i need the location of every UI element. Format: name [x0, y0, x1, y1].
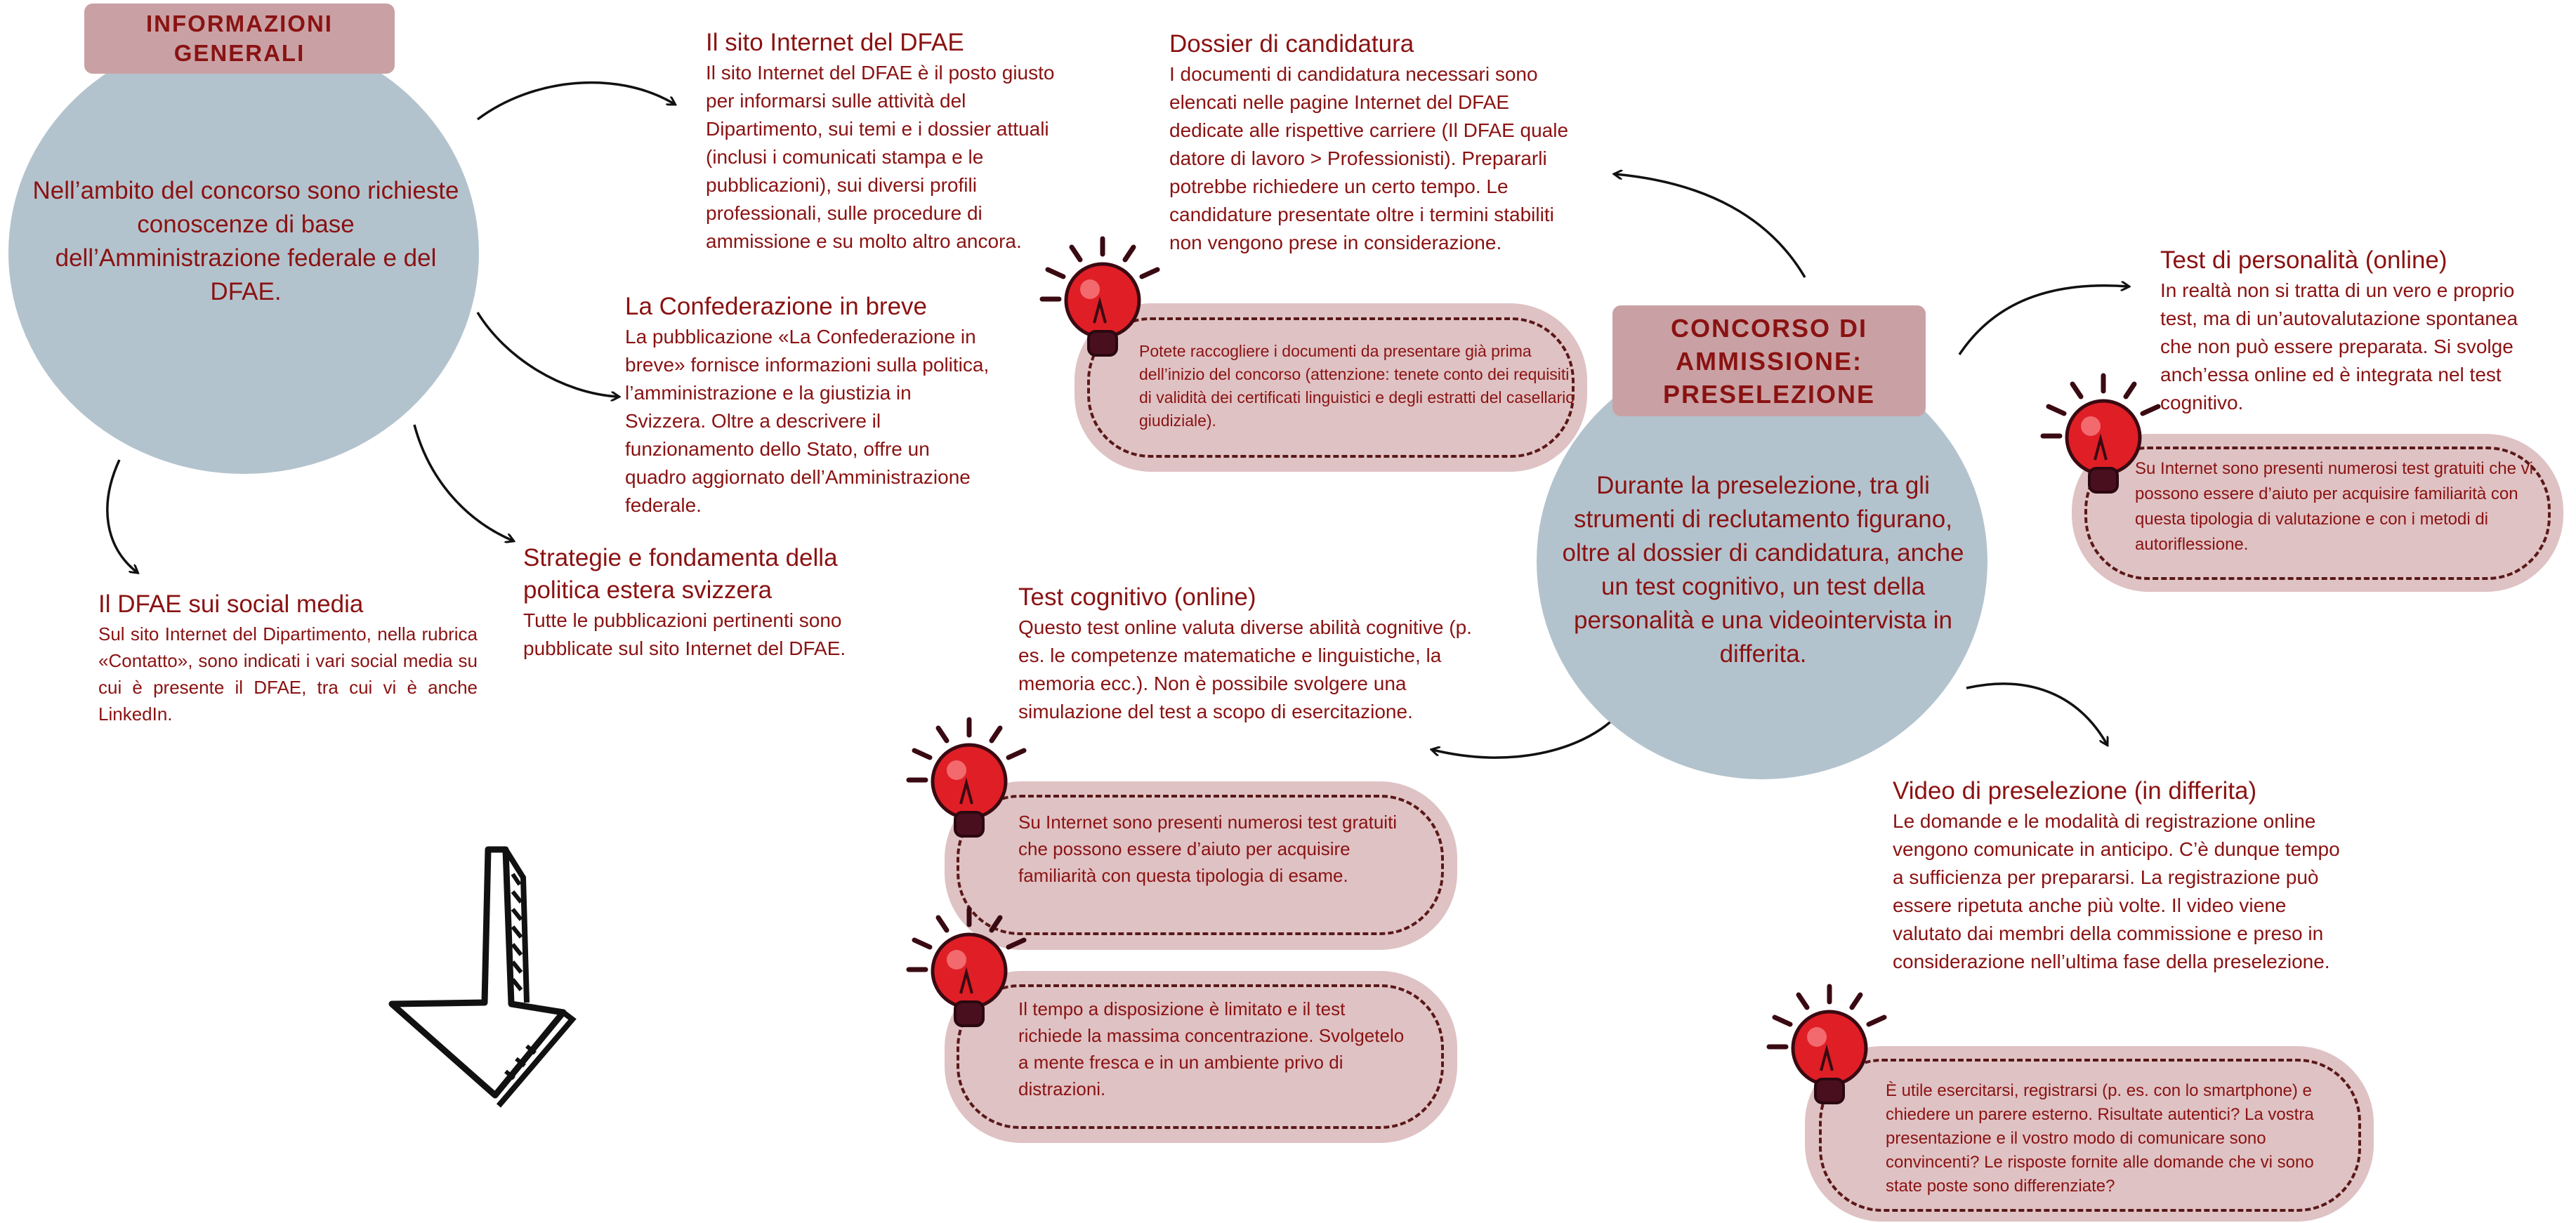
- dossier-tip-pill: [1075, 303, 1587, 472]
- dossier-tip-text: Potete raccogliere i documenti da presen…: [1139, 342, 1575, 430]
- arrow-to-confederazione: [476, 312, 618, 397]
- lightbulb-icon: [906, 717, 1027, 838]
- lightbulb-icon: [2040, 373, 2161, 494]
- general-badge: INFORMAZIONI GENERALI: [84, 4, 395, 74]
- personalita-tip-text: Su Internet sono presenti numerosi test …: [2135, 459, 2533, 554]
- strategie-body: Tutte le pubblicazioni pertinenti sono p…: [523, 609, 846, 659]
- block-strategie: Strategie e fondamenta della politica es…: [523, 542, 902, 663]
- preselezione-badge-label: CONCORSO DI AMMISSIONE: PRESELEZIONE: [1662, 313, 1876, 409]
- arrow-to-strategie: [413, 424, 513, 541]
- block-video: Video di preselezione (in differita) Le …: [1893, 775, 2342, 976]
- block-cognitivo: Test cognitivo (online) Questo test onli…: [1018, 581, 1475, 726]
- arrow-to-dossier: [1615, 174, 1806, 278]
- lightbulb-icon: [1039, 236, 1160, 357]
- arrow-to-video: [1966, 682, 2107, 744]
- cognitivo-tip2-border: [957, 984, 1444, 1129]
- preselezione-badge: CONCORSO DI AMMISSIONE: PRESELEZIONE: [1612, 305, 1926, 416]
- arrow-to-social: [106, 459, 137, 572]
- video-body: Le domande e le modalità di registrazion…: [1893, 810, 2340, 972]
- block-social: Il DFAE sui social media Sul sito Intern…: [98, 588, 478, 727]
- general-badge-label: INFORMAZIONI GENERALI: [146, 11, 333, 66]
- personalita-tip-border: [2084, 447, 2551, 580]
- cognitivo-title: Test cognitivo (online): [1018, 583, 1256, 611]
- preselezione-description: Durante la preselezione, tra gli strumen…: [1562, 472, 1964, 668]
- social-body: Sul sito Internet del Dipartimento, nell…: [98, 623, 478, 725]
- video-tip-pill: [1805, 1046, 2374, 1222]
- lightbulb-icon: [906, 906, 1027, 1027]
- personalita-body: In realtà non si tratta di un vero e pro…: [2160, 279, 2518, 414]
- confederazione-title: La Confederazione in breve: [625, 293, 928, 320]
- video-title: Video di preselezione (in differita): [1893, 777, 2257, 805]
- preselezione-circle: [1537, 344, 1987, 779]
- general-description: Nell’ambito del concorso sono richieste …: [32, 177, 459, 305]
- lightbulb-icon: [1766, 984, 1887, 1104]
- video-tip-text: È utile esercitarsi, registrarsi (p. es.…: [1886, 1081, 2314, 1196]
- cognitivo-body: Questo test online valuta diverse abilit…: [1018, 616, 1472, 722]
- cognitivo-tip1-border: [957, 795, 1444, 935]
- arrow-to-personalita: [1958, 286, 2128, 355]
- arrow-to-sito: [476, 81, 674, 121]
- block-dossier: Dossier di candidatura I documenti di ca…: [1169, 28, 1584, 257]
- arrow-to-cognitivo: [1433, 716, 1617, 759]
- personalita-title: Test di personalità (online): [2160, 246, 2447, 274]
- block-sito: Il sito Internet del DFAE Il sito Intern…: [706, 27, 1085, 256]
- sito-title: Il sito Internet del DFAE: [706, 29, 964, 56]
- dossier-body: I documenti di candidatura necessari son…: [1169, 63, 1569, 253]
- down-arrow-icon: [388, 846, 577, 1108]
- block-personalita: Test di personalità (online) In realtà n…: [2160, 244, 2554, 417]
- social-title: Il DFAE sui social media: [98, 590, 364, 618]
- sito-body: Il sito Internet del DFAE è il posto giu…: [706, 62, 1055, 252]
- cognitivo-tip1-text: Su Internet sono presenti numerosi test …: [1018, 812, 1398, 886]
- personalita-tip-pill: [2072, 434, 2563, 592]
- cognitivo-tip2-text: Il tempo a disposizione è limitato e il …: [1018, 998, 1405, 1099]
- confederazione-body: La pubblicazione «La Confederazione in b…: [625, 326, 990, 516]
- general-circle: [8, 32, 479, 474]
- cognitivo-tip1-pill: [945, 781, 1457, 950]
- cognitivo-tip2-pill: [945, 971, 1457, 1143]
- dossier-tip-border: [1087, 317, 1575, 458]
- strategie-title: Strategie e fondamenta della politica es…: [523, 544, 838, 604]
- video-tip-border: [1819, 1059, 2361, 1212]
- block-confederazione: La Confederazione in breve La pubblicazi…: [625, 291, 990, 520]
- dossier-title: Dossier di candidatura: [1169, 30, 1414, 58]
